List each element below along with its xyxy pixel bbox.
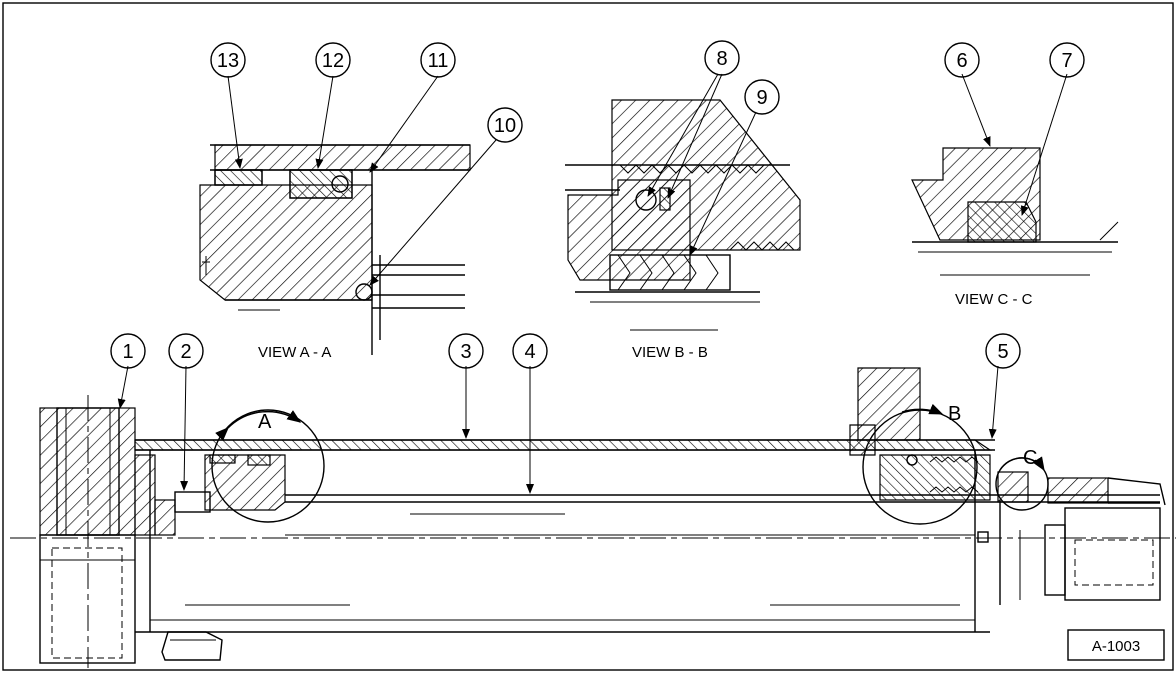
view-c-detail (911, 73, 1119, 276)
drawing-id-box (1067, 629, 1165, 661)
svg-text:2: 2 (180, 341, 191, 363)
callout-13 (210, 42, 246, 78)
view-a-label: VIEW A - A (258, 344, 331, 361)
detail-marker-a: A (258, 411, 272, 433)
callout-3 (448, 333, 484, 369)
drawing-id: A-1003 (1092, 638, 1140, 655)
svg-text:5: 5 (997, 341, 1008, 363)
detail-circle-a (211, 409, 325, 523)
callout-6 (944, 42, 980, 78)
callout-12 (315, 42, 351, 78)
callout-1 (110, 333, 146, 369)
callout-8 (704, 40, 740, 76)
callout-2 (168, 333, 204, 369)
svg-text:6: 6 (956, 50, 967, 72)
detail-marker-b: B (948, 403, 961, 425)
callout-7 (1049, 42, 1085, 78)
callout-5 (985, 333, 1021, 369)
svg-text:11: 11 (428, 50, 449, 72)
callout-9 (744, 79, 780, 115)
svg-text:3: 3 (460, 341, 471, 363)
detail-marker-c: C (1023, 447, 1037, 469)
callout-10 (487, 107, 523, 143)
detail-circle-b (862, 409, 978, 525)
svg-text:10: 10 (494, 115, 516, 137)
svg-text:1: 1 (122, 341, 133, 363)
cylinder-main-view (39, 367, 1166, 664)
callout-balloons: 13 12 11 10 8 9 6 7 1 2 3 4 5 (110, 40, 1085, 369)
view-a-detail (199, 75, 497, 355)
svg-text:4: 4 (524, 341, 535, 363)
svg-text:12: 12 (322, 50, 344, 72)
svg-text:13: 13 (217, 50, 239, 72)
callout-4 (512, 333, 548, 369)
callout-11 (420, 42, 456, 78)
svg-text:9: 9 (756, 87, 767, 109)
svg-text:8: 8 (716, 48, 727, 70)
svg-text:7: 7 (1061, 50, 1072, 72)
view-b-detail (565, 73, 801, 303)
view-b-label: VIEW B - B (632, 344, 708, 361)
view-c-label: VIEW C - C (955, 291, 1033, 308)
